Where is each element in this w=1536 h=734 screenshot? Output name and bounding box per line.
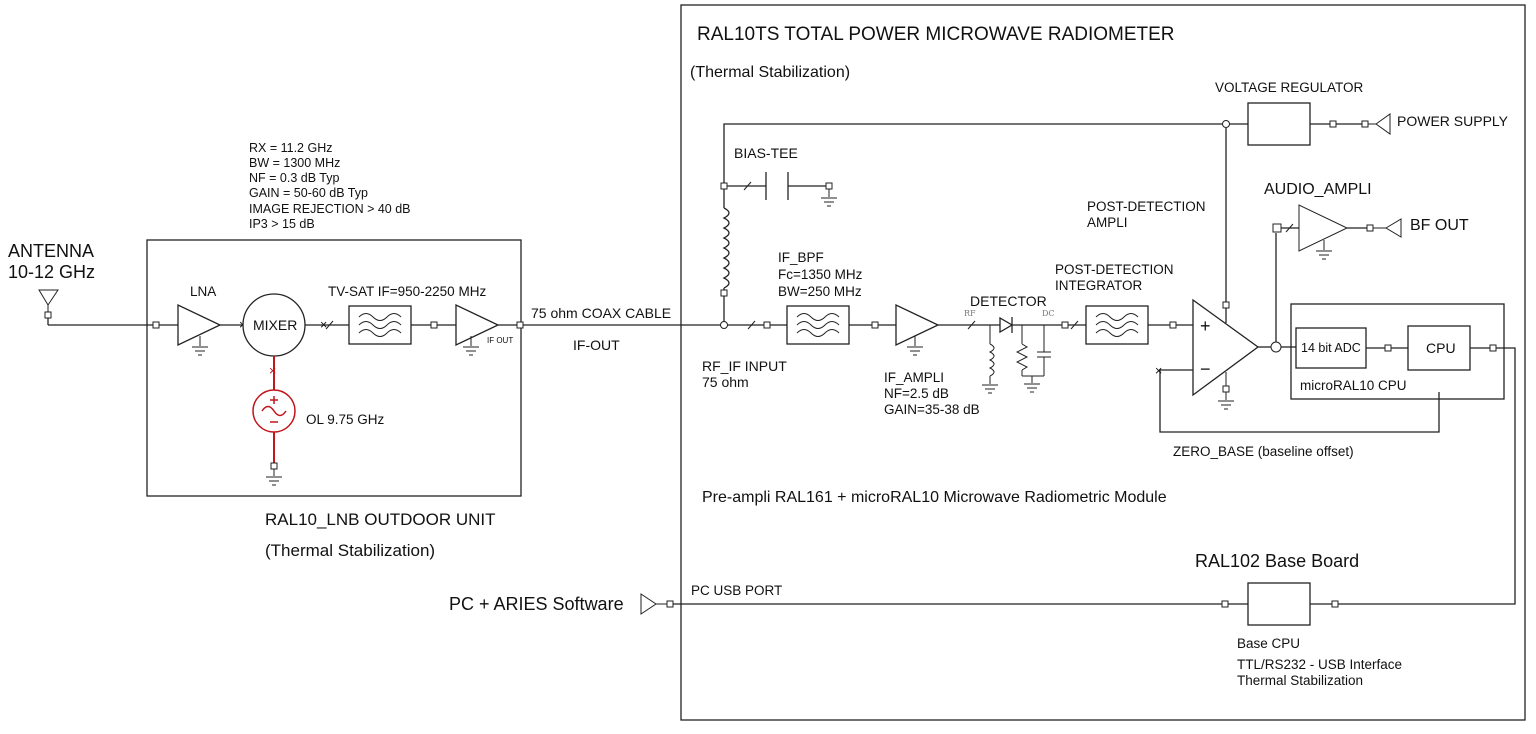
rf-choke-icon	[988, 343, 995, 377]
rf-if-input-label: RF_IF INPUT	[702, 358, 787, 374]
outdoor-unit-box	[146, 239, 522, 497]
integrator-filter-icon	[1085, 305, 1149, 345]
opamp-output-node	[1270, 341, 1282, 353]
load-resistor-icon	[1015, 343, 1029, 371]
bias-tee-inductor-icon	[722, 207, 730, 289]
outdoor-unit: ANTENNA 10-12 GHz RX = 11.2 GHz BW = 130…	[8, 141, 524, 560]
tvsat-filter-icon	[348, 305, 412, 345]
if-ampli-icon	[895, 303, 940, 356]
rf-tag: RF	[964, 309, 976, 318]
pc-link: PC + ARIES Software PC USB PORT	[449, 583, 1222, 615]
base-interface-label: TTL/RS232 - USB Interface	[1237, 657, 1402, 672]
svg-text:×: ×	[320, 318, 327, 332]
audio-amplifier-icon	[1298, 204, 1349, 260]
coax-link: 75 ohm COAX CABLE IF-OUT	[523, 305, 724, 353]
audio-ampli-label: AUDIO_AMPLI	[1264, 181, 1372, 198]
post-detection-ampli-label: POST-DETECTION AMPLI	[1087, 199, 1209, 230]
bias-tee-label: BIAS-TEE	[734, 145, 798, 161]
if-out-tag: IF OUT	[487, 336, 513, 345]
lnb-specs: RX = 11.2 GHz BW = 1300 MHz NF = 0.3 dB …	[249, 141, 414, 231]
rf-if-input-node	[720, 321, 728, 329]
module-label: Pre-ampli RAL161 + microRAL10 Microwave …	[702, 489, 1167, 506]
opamp-minus: −	[1200, 359, 1211, 379]
voltage-regulator-block	[1247, 102, 1311, 146]
if-bpf-label: IF_BPF Fc=1350 MHz BW=250 MHz	[778, 250, 866, 299]
lna-amplifier-icon	[177, 303, 222, 356]
antenna-label: ANTENNA	[8, 241, 94, 261]
detector-label: DETECTOR	[970, 293, 1047, 309]
outdoor-unit-title: RAL10_LNB OUTDOOR UNIT	[265, 510, 496, 529]
pc-port-icon	[640, 593, 657, 615]
zero-base-label: ZERO_BASE (baseline offset)	[1173, 444, 1354, 459]
base-cpu-block	[1247, 582, 1311, 626]
antenna-icon	[38, 289, 59, 325]
radiometer-title: RAL10TS TOTAL POWER MICROWAVE RADIOMETER	[697, 24, 1175, 45]
mixer-label: MIXER	[253, 317, 297, 333]
bf-out-port-icon	[1385, 218, 1402, 238]
antenna-frequency: 10-12 GHz	[8, 262, 95, 282]
pc-usb-label: PC USB PORT	[691, 583, 782, 598]
lna-label: LNA	[190, 284, 216, 299]
radiometer-subtitle: (Thermal Stabilization)	[690, 64, 850, 81]
coax-label: 75 ohm COAX CABLE	[531, 305, 671, 321]
oscillator-label: OL 9.75 GHz	[306, 412, 385, 427]
if-ampli-label: IF_AMPLI NF=2.5 dB GAIN=35-38 dB	[884, 370, 980, 417]
base-thermal-label: Thermal Stabilization	[1237, 673, 1363, 688]
adc-block	[1295, 327, 1367, 369]
if-out-label: IF-OUT	[573, 337, 620, 353]
if-amplifier-icon	[455, 303, 500, 356]
cpu-label: CPU	[1426, 340, 1456, 356]
adc-label: 14 bit ADC	[1301, 341, 1361, 355]
microral-label: microRAL10 CPU	[1300, 378, 1407, 393]
dc-tag: DC	[1042, 309, 1055, 318]
microral-cpu-module	[1290, 303, 1505, 400]
pc-label: PC + ARIES Software	[449, 594, 624, 614]
svg-text:×: ×	[1155, 364, 1162, 378]
opamp-plus: +	[1200, 316, 1211, 336]
detector-diode-icon	[999, 316, 1014, 334]
local-oscillator-icon	[252, 389, 296, 433]
radiometer-unit: RAL10TS TOTAL POWER MICROWAVE RADIOMETER…	[680, 4, 1526, 721]
if-bandpass-filter-icon	[786, 305, 850, 345]
integrator-label: POST-DETECTION INTEGRATOR	[1055, 262, 1177, 293]
cpu-block	[1407, 325, 1471, 371]
radiometer-box	[680, 4, 1526, 721]
rf-if-input-impedance: 75 ohm	[702, 374, 749, 390]
base-board-label: RAL102 Base Board	[1195, 551, 1359, 571]
power-supply-port-icon	[1375, 113, 1391, 135]
post-detection-opamp-icon	[1192, 298, 1260, 397]
outdoor-unit-subtitle: (Thermal Stabilization)	[265, 541, 435, 560]
tvsat-label: TV-SAT IF=950-2250 MHz	[328, 284, 486, 299]
bias-tee-capacitor-icon	[765, 172, 789, 200]
base-cpu-label: Base CPU	[1237, 636, 1300, 651]
svg-text:×: ×	[269, 364, 276, 378]
bf-out-label: BF OUT	[1410, 217, 1469, 234]
voltage-regulator-label: VOLTAGE REGULATOR	[1215, 80, 1364, 95]
power-supply-label: POWER SUPPLY	[1397, 113, 1509, 129]
